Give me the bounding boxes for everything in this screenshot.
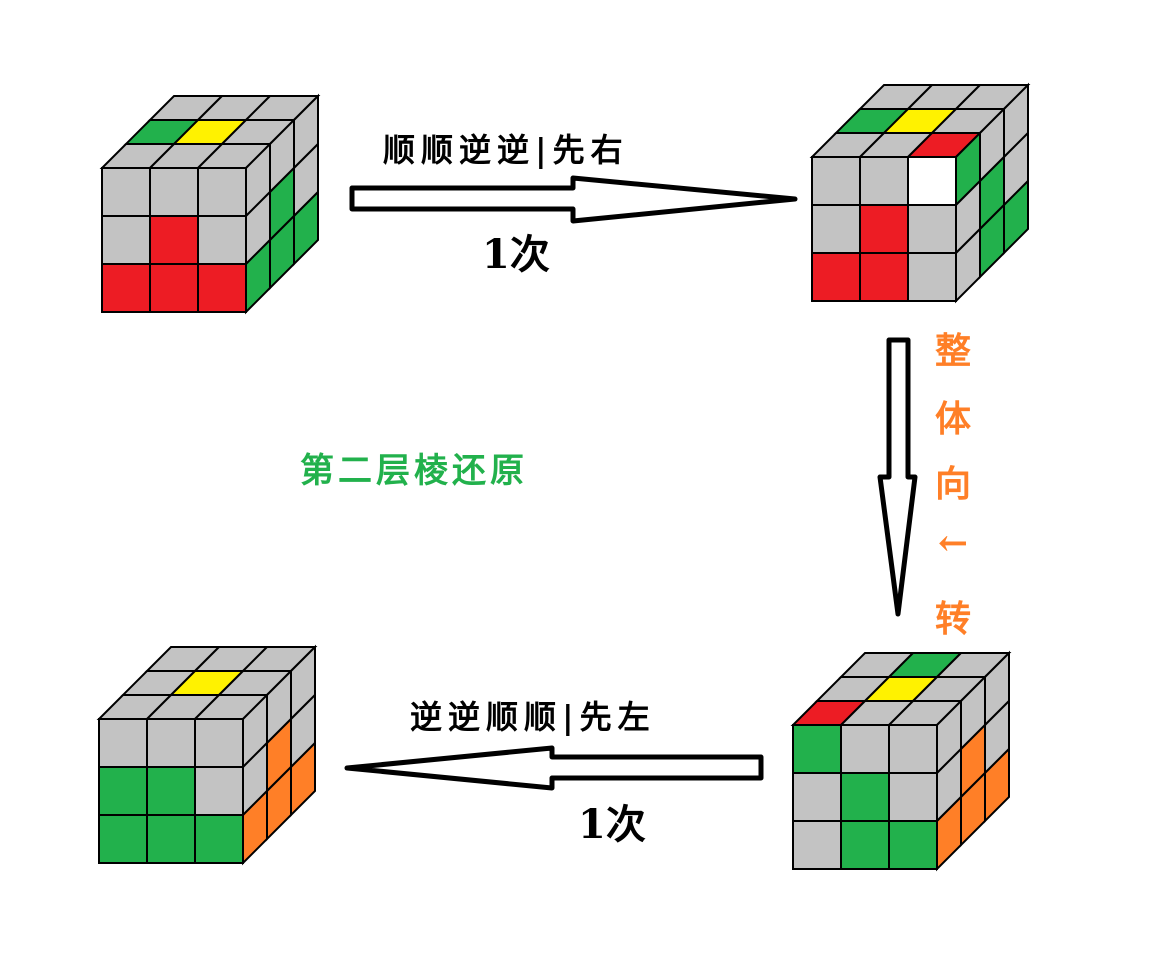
- front-sticker: [146, 814, 196, 864]
- front-sticker: [197, 263, 247, 313]
- front-sticker: [907, 204, 957, 254]
- front-sticker: [888, 724, 938, 774]
- front-sticker: [840, 820, 890, 870]
- front-sticker: [859, 204, 909, 254]
- step2-label: 逆逆顺顺|先左: [410, 698, 656, 736]
- front-sticker: [197, 167, 247, 217]
- front-sticker: [840, 724, 890, 774]
- arrow-left: [344, 745, 764, 791]
- front-sticker: [98, 814, 148, 864]
- front-sticker: [194, 814, 244, 864]
- front-sticker: [146, 766, 196, 816]
- front-sticker: [888, 820, 938, 870]
- step1-label: 顺顺逆逆|先右: [383, 131, 629, 169]
- front-sticker: [149, 215, 199, 265]
- front-sticker: [907, 252, 957, 302]
- front-sticker: [98, 718, 148, 768]
- arrow-down: [877, 337, 918, 617]
- rotate-arrow-left-char: ←: [937, 522, 969, 564]
- front-sticker: [146, 718, 196, 768]
- front-sticker: [859, 252, 909, 302]
- rotate-label-char: 体: [934, 398, 971, 440]
- front-sticker: [811, 252, 861, 302]
- arrow-right: [349, 175, 798, 224]
- front-sticker: [98, 766, 148, 816]
- front-sticker: [194, 718, 244, 768]
- front-sticker: [149, 167, 199, 217]
- right-sticker: [1003, 178, 1029, 256]
- front-sticker: [194, 766, 244, 816]
- rotate-label-char: 转: [934, 598, 971, 640]
- front-sticker: [792, 820, 842, 870]
- front-sticker: [792, 772, 842, 822]
- front-sticker: [792, 724, 842, 774]
- right-sticker: [984, 746, 1010, 824]
- front-sticker: [101, 263, 151, 313]
- front-sticker: [840, 772, 890, 822]
- front-sticker: [888, 772, 938, 822]
- front-sticker: [859, 156, 909, 206]
- front-sticker: [101, 167, 151, 217]
- front-sticker: [907, 156, 957, 206]
- front-sticker: [101, 215, 151, 265]
- rotate-label-char: 整: [934, 330, 971, 372]
- rotate-label-char: 向: [934, 463, 971, 505]
- step1-count: 1次: [482, 231, 550, 278]
- front-sticker: [811, 156, 861, 206]
- right-sticker: [293, 189, 319, 267]
- step2-count: 1次: [578, 801, 646, 848]
- front-sticker: [197, 215, 247, 265]
- right-sticker: [290, 740, 316, 818]
- front-sticker: [811, 204, 861, 254]
- diagram-title: 第二层棱还原: [300, 451, 528, 491]
- front-sticker: [149, 263, 199, 313]
